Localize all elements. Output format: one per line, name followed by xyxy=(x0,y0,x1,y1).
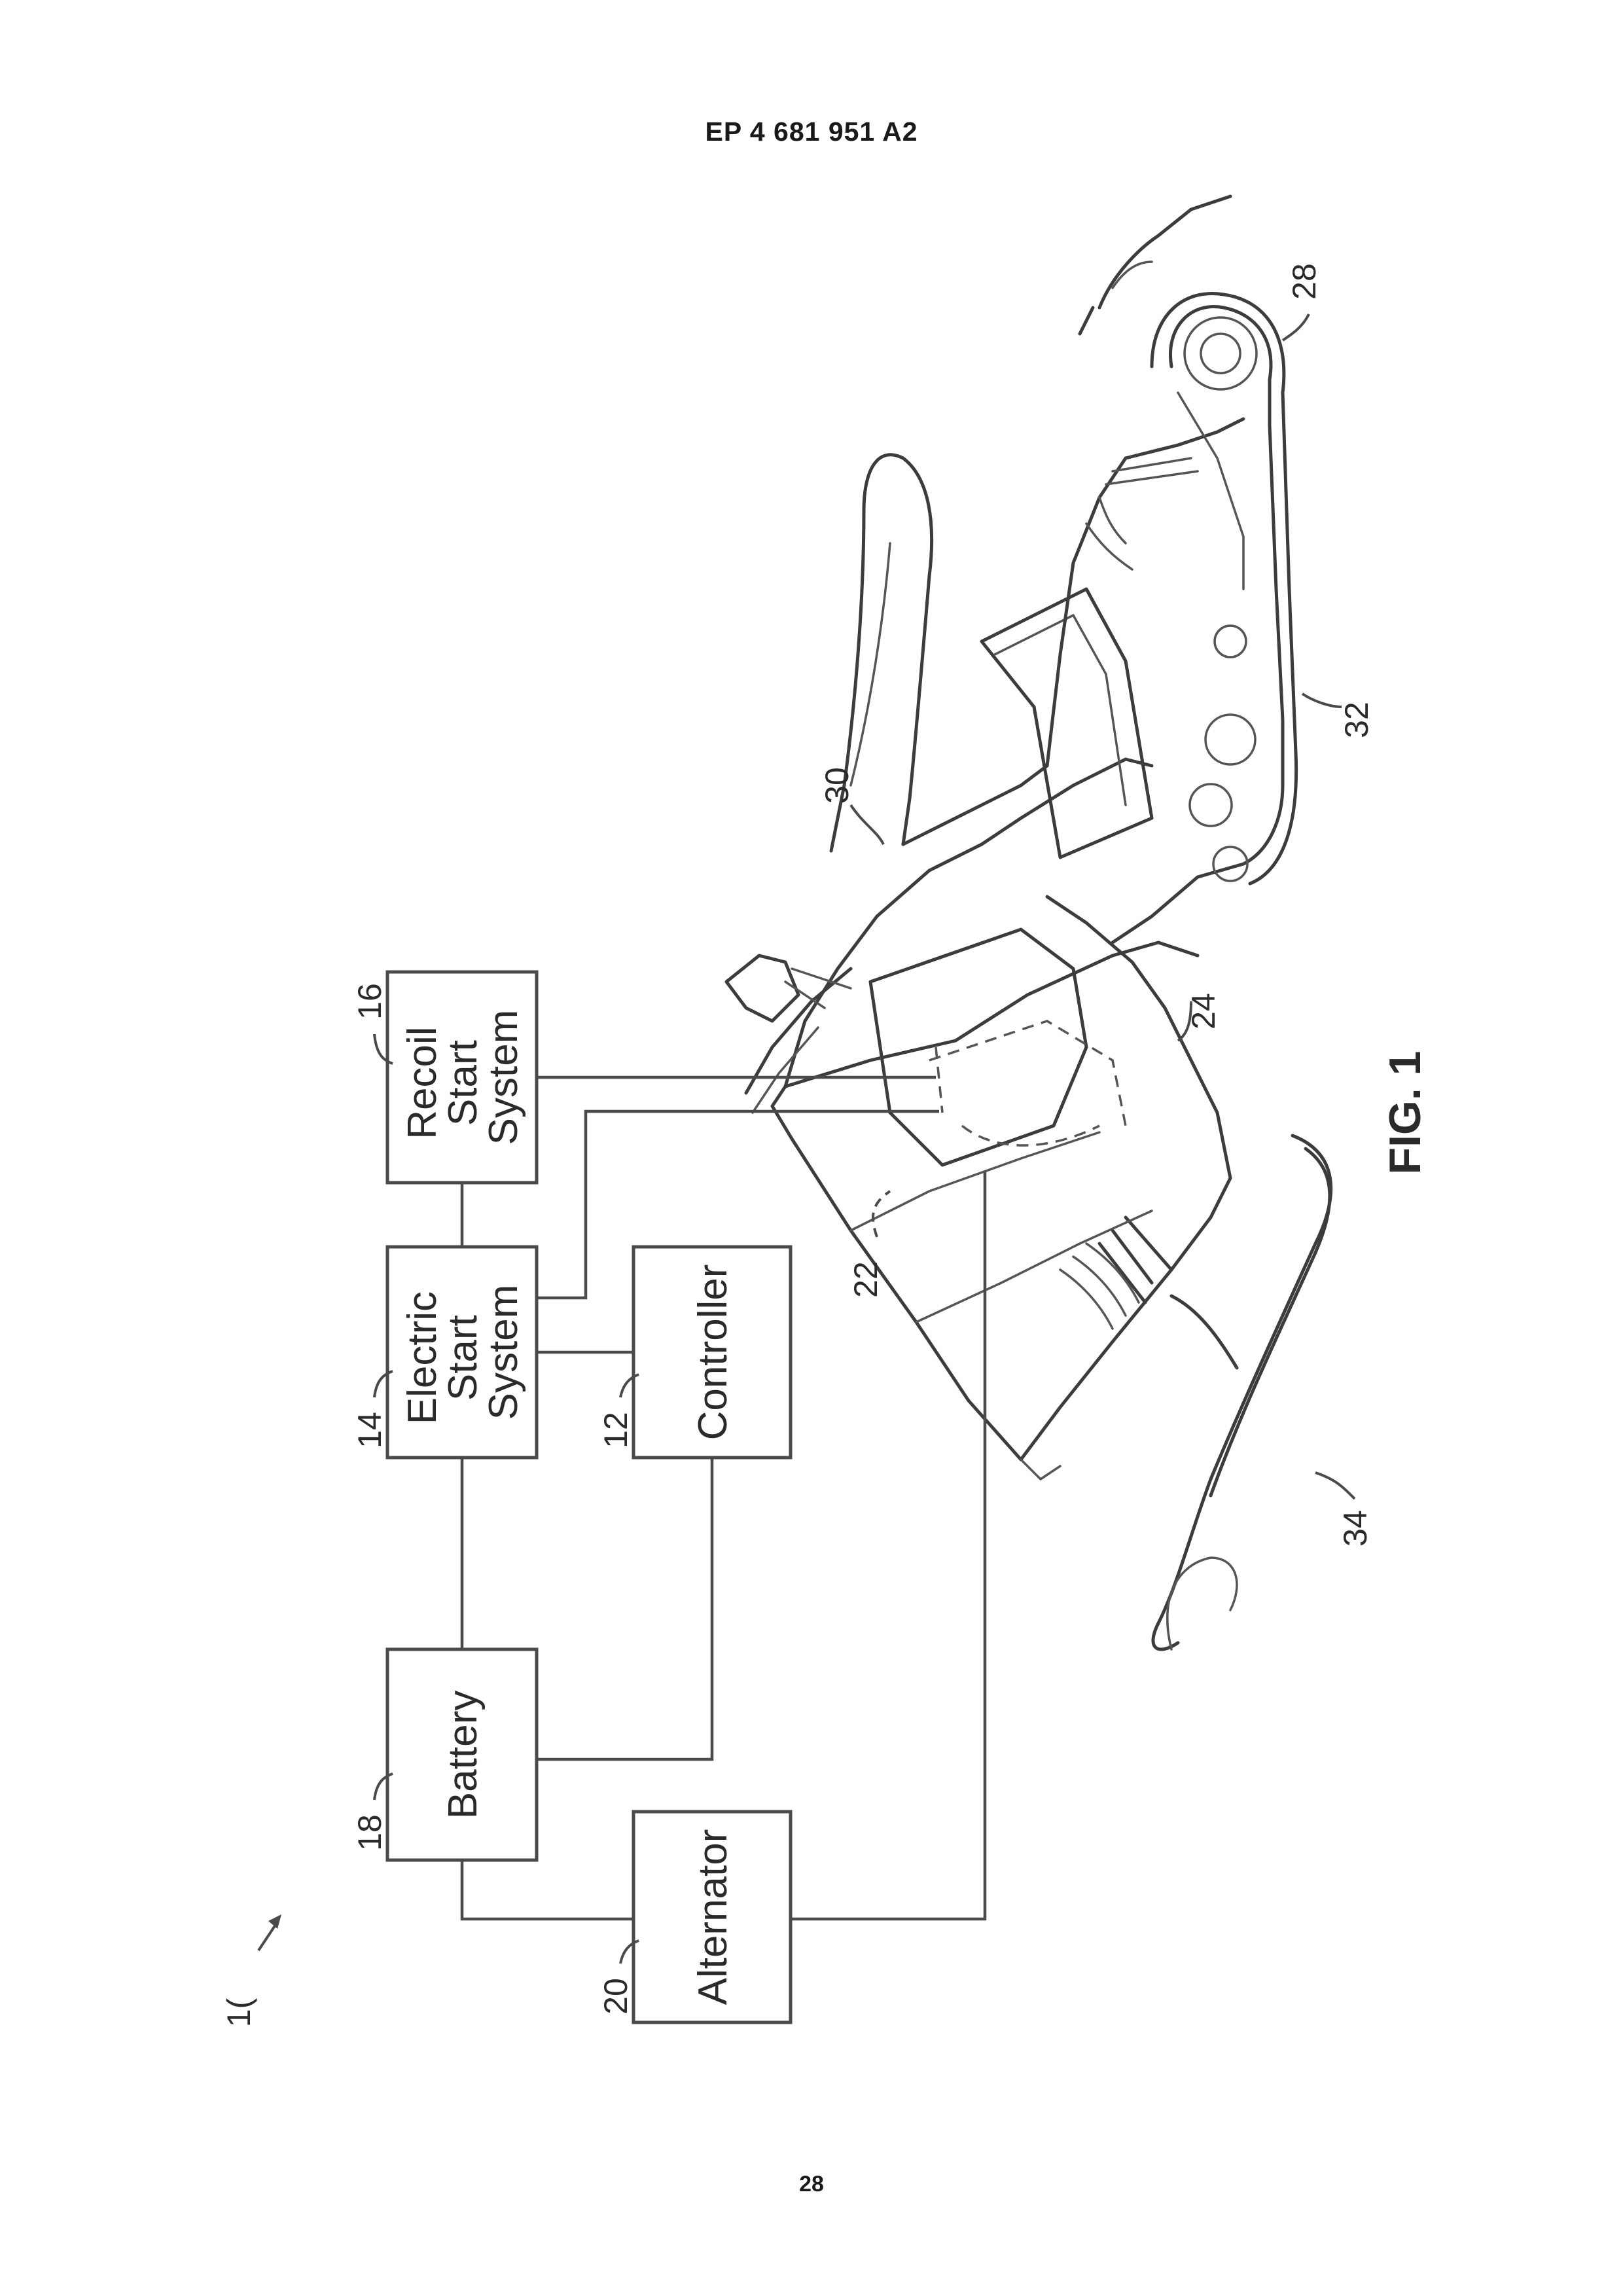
figure-label: FIG. 1 xyxy=(1380,1051,1430,1175)
ref-20: 20 xyxy=(597,1978,634,2015)
battery-label: Battery xyxy=(440,1691,486,1819)
leader-32 xyxy=(1302,694,1342,707)
alternator-label: Alternator xyxy=(690,1829,736,2005)
recoil-start-system-label: Recoil Start System xyxy=(400,1010,526,1145)
leader-30 xyxy=(851,805,883,844)
ref-16: 16 xyxy=(351,983,388,1020)
snowmobile-illustration xyxy=(726,196,1331,1649)
wire-battery-controller xyxy=(537,1458,712,1759)
wire-battery-alternator xyxy=(462,1860,633,1919)
leader-28 xyxy=(1283,314,1309,340)
ref-22: 22 xyxy=(847,1261,884,1298)
page-number: 28 xyxy=(0,2172,1623,2197)
ref-24: 24 xyxy=(1185,993,1222,1030)
ref-32: 32 xyxy=(1338,702,1375,738)
ref-12: 12 xyxy=(597,1412,634,1448)
ref-30: 30 xyxy=(819,767,855,804)
system-arrow xyxy=(259,1914,281,1950)
ref-34: 34 xyxy=(1337,1510,1374,1547)
ref-28: 28 xyxy=(1286,263,1323,300)
ref-system: 1( xyxy=(221,1998,257,2027)
controller-label: Controller xyxy=(690,1265,736,1441)
ref-18: 18 xyxy=(351,1814,388,1851)
ref-14: 14 xyxy=(351,1412,388,1448)
leader-34 xyxy=(1315,1473,1355,1499)
